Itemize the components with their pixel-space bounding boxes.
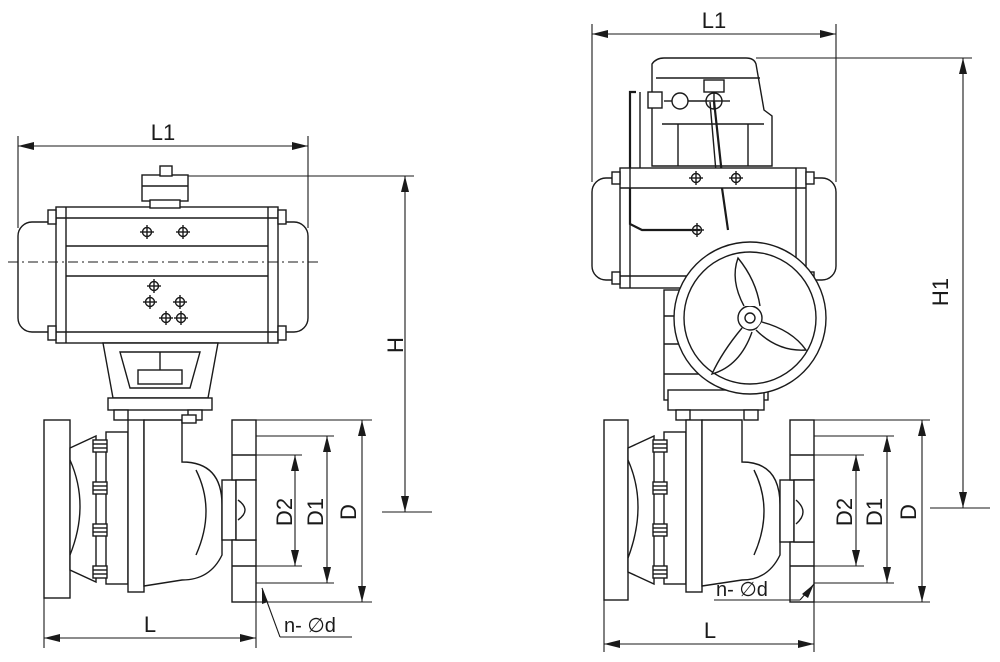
left-dim-D1-label: D1 (303, 498, 328, 526)
right-dim-D1-label: D1 (862, 498, 887, 526)
valve-body (43, 414, 257, 603)
right-dim-L-label: L (704, 618, 716, 643)
right-dim-D2-label: D2 (832, 498, 857, 526)
right-dimensions (591, 24, 990, 652)
right-dim-D-label: D (896, 504, 921, 520)
valve-body-right (603, 419, 815, 603)
right-dim-H1-label: H1 (928, 278, 953, 306)
limit-switch-box (647, 57, 773, 167)
pneumatic-actuator (17, 165, 309, 344)
right-valve-view: L1 H1 D2 D1 D L n- ∅d (591, 8, 990, 652)
left-bolt-label: n- ∅d (284, 615, 336, 637)
right-dim-L1-label: L1 (702, 8, 726, 33)
mounting-bracket (102, 342, 219, 421)
left-dim-L1-label: L1 (151, 120, 175, 145)
handwheel[interactable] (673, 241, 827, 395)
right-bolt-label: n- ∅d (716, 579, 768, 601)
left-dim-D-label: D (336, 504, 361, 520)
left-dim-D2-label: D2 (272, 498, 297, 526)
left-valve-view: L1 H D2 D1 D L n- ∅d (8, 120, 432, 648)
left-dim-L-label: L (144, 612, 156, 637)
left-dimensions (17, 136, 432, 648)
left-dim-H-label: H (383, 337, 408, 353)
